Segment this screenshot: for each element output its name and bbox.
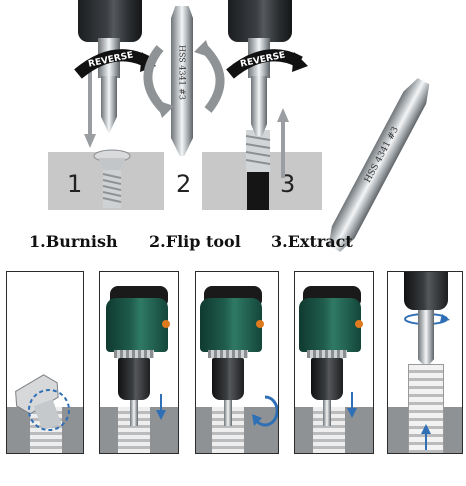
orange-dot <box>162 320 170 328</box>
drill-chuck-3 <box>228 0 292 42</box>
step-number-3: 3 <box>280 170 296 198</box>
down-arrow-icon <box>156 394 166 420</box>
step-number-2: 2 <box>176 170 192 198</box>
drill-body <box>200 298 262 352</box>
flip-arrow-icon <box>143 40 225 118</box>
extracted-screw <box>245 130 271 210</box>
panel-drill-rotate <box>195 271 279 454</box>
extractor-bit <box>418 310 434 368</box>
up-arrow-icon <box>421 424 431 450</box>
rotate-icon <box>252 395 278 427</box>
drill-collar <box>208 350 248 358</box>
drill-chuck <box>311 358 343 400</box>
reverse-arrow-icon-2 <box>226 49 308 79</box>
drill-bit <box>130 400 138 426</box>
down-arrow-icon <box>84 66 96 148</box>
down-arrow-icon <box>347 392 357 418</box>
step-label-2: 2.Flip tool <box>149 232 241 251</box>
orange-dot <box>256 320 264 328</box>
step-label-1: 1.Burnish <box>29 232 118 251</box>
drill-body <box>299 298 361 352</box>
drill-chuck <box>404 272 448 310</box>
drill-chuck <box>118 358 150 400</box>
orange-dot <box>355 320 363 328</box>
drill-chuck-1 <box>78 0 142 42</box>
drill-chuck <box>212 358 244 400</box>
stripped-screw <box>93 149 131 208</box>
bit-3 <box>251 76 267 136</box>
drill-body <box>106 298 168 352</box>
bit-1 <box>101 76 117 134</box>
up-arrow-icon <box>277 108 289 178</box>
panel-drill-extract <box>294 271 374 454</box>
bit-engraving-large: HSS 4341 #3 <box>363 125 401 185</box>
drill-collar <box>114 350 154 358</box>
drill-bit <box>224 400 232 426</box>
step-number-1: 1 <box>67 170 83 198</box>
drill-bit <box>323 400 331 426</box>
drill-collar <box>307 350 347 358</box>
step-label-3: 3.Extract <box>271 232 353 251</box>
tilted-bolt <box>15 374 70 431</box>
panel-stripped-bolt <box>6 271 84 454</box>
bit-2 <box>171 6 193 156</box>
panel-closeup-extract <box>387 271 463 454</box>
top-illustration: 1 2 3 REVERSE HSS 4341 #3 <box>29 0 466 262</box>
panel-drill-down <box>99 271 179 454</box>
